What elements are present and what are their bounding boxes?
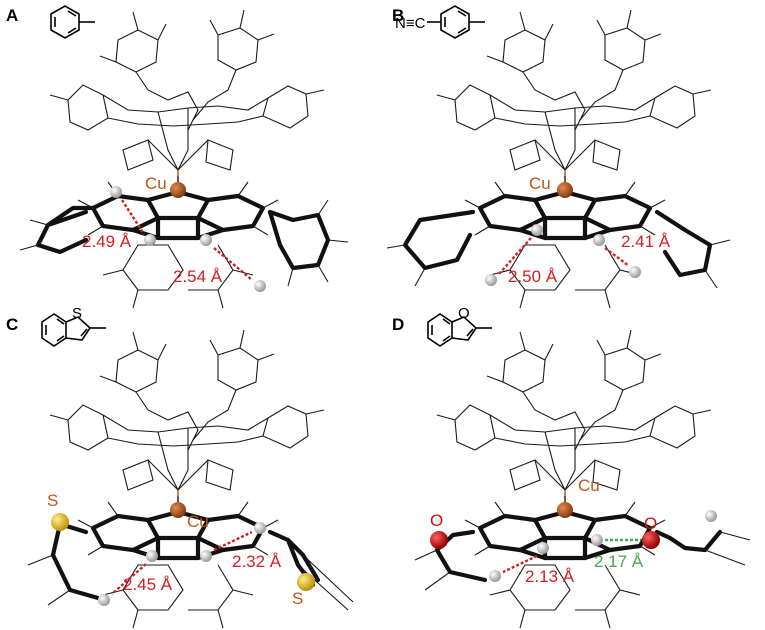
cyanophenyl-substituent-icon: N≡C: [395, 5, 485, 39]
hydrogen-atom: [485, 274, 497, 286]
distance-label: 2.45 Å: [123, 575, 173, 594]
distance-arrow: [498, 237, 532, 275]
hydrogen-atom: [531, 224, 543, 236]
panel-d: D O Cu O O: [392, 305, 751, 628]
copper-label: Cu: [529, 174, 551, 193]
copper-label: Cu: [145, 174, 167, 193]
hydrogen-atom: [144, 234, 156, 246]
distance-label: 2.50 Å: [508, 267, 558, 286]
benzothiophene-substituent-icon: S: [41, 305, 106, 347]
hydrogen-atom: [629, 266, 641, 278]
oxygen-atom: [642, 531, 660, 549]
panel-letter-c: C: [6, 315, 18, 334]
hydrogen-atom: [591, 534, 603, 546]
sulfur-symbol: S: [72, 305, 82, 322]
phenyl-substituent-icon: [50, 5, 95, 39]
distance-arrow: [604, 247, 630, 267]
sulfur-label: S: [292, 589, 303, 608]
hydrogen-atom: [146, 550, 158, 562]
sulfur-atom: [297, 573, 315, 591]
hydrogen-atom: [705, 510, 717, 522]
copper-label: Cu: [578, 476, 600, 495]
hydrogen-atom: [110, 186, 122, 198]
sulfur-label: S: [47, 491, 58, 510]
molecule-b: [386, 9, 731, 308]
hydrogen-atom: [200, 234, 212, 246]
hydrogen-atom: [537, 542, 549, 554]
distance-arrow: [213, 530, 253, 552]
distance-label: 2.49 Å: [82, 232, 132, 251]
distance-arrow: [111, 563, 147, 595]
copper-label: Cu: [187, 512, 209, 531]
panel-letter-d: D: [392, 315, 404, 334]
hydrogen-atom: [254, 522, 266, 534]
hydrogen-atom: [200, 550, 212, 562]
nitrile-label: N≡C: [395, 15, 426, 32]
oxygen-label: O: [430, 511, 443, 530]
copper-atom: [170, 182, 186, 198]
panel-letter-a: A: [6, 6, 18, 25]
panel-b: B N≡C Cu 2.50 Å 2.41 Å: [386, 5, 731, 308]
distance-arrow: [502, 554, 538, 574]
distance-label: 2.17 Å: [594, 552, 644, 571]
oxygen-label: O: [644, 514, 657, 533]
distance-label: 2.41 Å: [621, 232, 671, 251]
oxygen-atom: [430, 531, 448, 549]
distance-arrow: [213, 247, 253, 281]
distance-label: 2.54 Å: [173, 267, 223, 286]
copper-atom: [557, 502, 573, 518]
benzofuran-substituent-icon: O: [427, 305, 492, 347]
molecule-a: [19, 9, 349, 308]
sulfur-atom: [51, 513, 69, 531]
molecule-d: [414, 329, 751, 628]
distance-arrow: [120, 199, 146, 235]
molecule-c: [27, 329, 354, 628]
hydrogen-atom: [489, 570, 501, 582]
distance-label: 2.32 Å: [232, 552, 282, 571]
copper-atom: [170, 502, 186, 518]
panel-a: A Cu 2.49 Å 2.54 Å: [6, 5, 349, 308]
hydrogen-atom: [593, 234, 605, 246]
hydrogen-atom: [98, 594, 110, 606]
panel-letter-b: B: [392, 6, 404, 25]
oxygen-symbol: O: [458, 305, 470, 322]
distance-label: 2.13 Å: [525, 567, 575, 586]
hydrogen-atom: [254, 280, 266, 292]
panel-c: C S Cu S: [6, 305, 354, 628]
copper-atom: [557, 182, 573, 198]
